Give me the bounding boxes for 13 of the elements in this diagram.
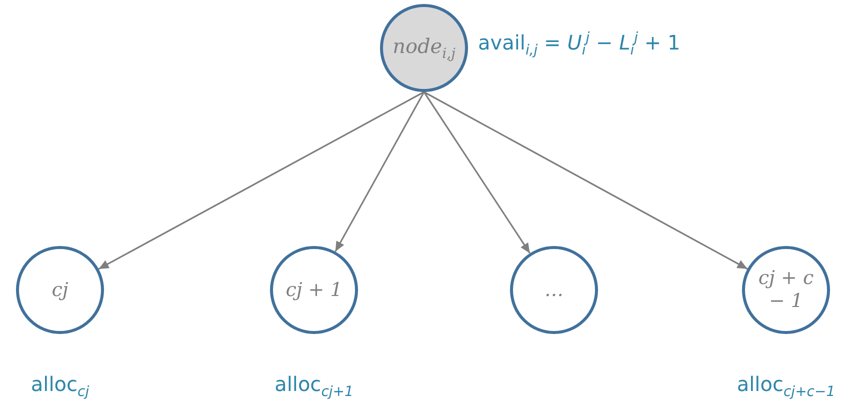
arrow bbox=[334, 92, 425, 252]
formula-label: avail$_{i,j}$ = U$_{i}$$^{j}$ − L$_{i}$$^{j}$ + 1 bbox=[478, 30, 680, 59]
node-label: cj bbox=[52, 278, 68, 302]
allocation-label: alloc$_{cj+c−1}$ bbox=[736, 372, 836, 400]
allocation-label: alloc$_{cj}$ bbox=[30, 372, 90, 400]
arrow bbox=[423, 92, 531, 254]
allocation-label: alloc$_{cj+1}$ bbox=[274, 372, 354, 400]
node-label: node$_{i,j}$ bbox=[392, 34, 456, 62]
node-label: cj + c − 1 bbox=[757, 267, 815, 313]
node-label: … bbox=[544, 278, 564, 302]
arrow bbox=[98, 91, 424, 270]
arrow bbox=[424, 91, 748, 270]
node-label: cj + 1 bbox=[286, 278, 342, 302]
